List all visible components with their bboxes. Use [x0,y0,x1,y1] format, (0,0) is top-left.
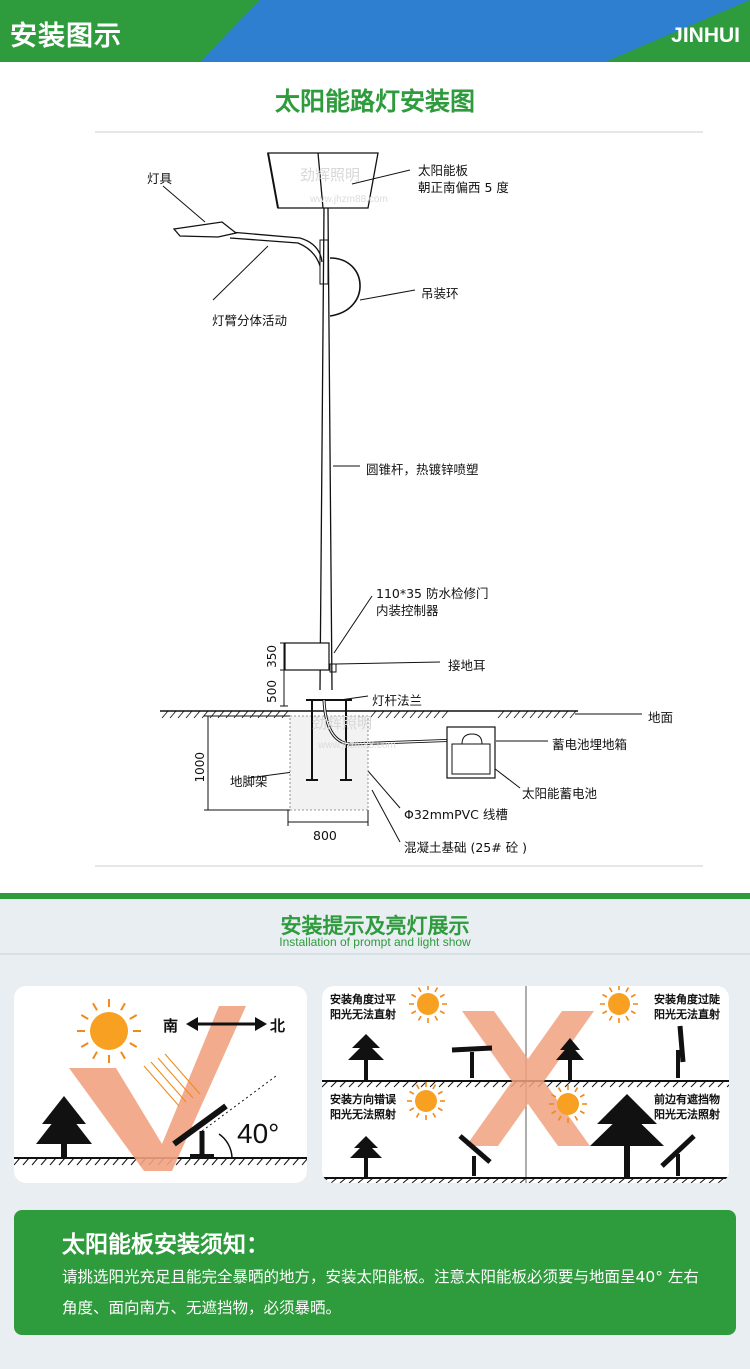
label-flange: 灯杆法兰 [372,693,423,708]
solar-panel-icon [172,1103,228,1159]
panel-icons [451,1025,696,1176]
label-conduit: Φ32mmPVC 线槽 [404,807,508,822]
tip-tr-1: 安装角度过陡 [654,993,720,1006]
label-south: 南 [163,1017,179,1035]
ground-lug [329,663,337,673]
label-pole: 圆锥杆，热镀锌喷塑 [366,462,479,477]
label-arm: 灯臂分体活动 [212,313,288,328]
tree-icon [36,1096,92,1158]
dim-width: 800 [313,828,337,843]
correct-install-illustration [14,999,307,1171]
dim-door-offset: 500 [265,680,279,703]
controller-door [284,642,330,671]
diagram-title: 太阳能路灯安装图 [274,87,475,116]
tip-br-2: 阳光无法照射 [654,1108,720,1121]
tips-title: 安装提示及亮灯展示 [280,914,470,938]
header-background [0,0,750,62]
header-banner [0,0,750,62]
label-battery: 太阳能蓄电池 [522,786,598,801]
hoist-ring [329,257,361,317]
sun-icons [415,993,630,1115]
install-notice [14,1210,736,1335]
correct-install-panel [14,986,307,1183]
lamp-head [172,221,238,238]
ground-surface [160,710,578,719]
section-tag: 安装图示 [10,21,122,52]
tips-rule [0,953,750,955]
battery-box [446,726,496,779]
label-panel-2: 朝正南偏西 5 度 [418,180,509,195]
section-divider [0,893,750,899]
solar-panel [267,152,379,209]
direction-arrow [186,1017,267,1031]
label-north: 北 [270,1017,286,1035]
tip-br-1: 前边有遮挡物 [654,1093,720,1106]
label-ground-lug: 接地耳 [448,658,486,673]
dim-depth: 1000 [193,752,207,783]
dimension-lines [204,642,369,826]
wrong-install-panel [322,986,729,1183]
notice-body: 请挑选阳光充足且能完全暴晒的地方，安装太阳能板。注意太阳能板必须要与地面呈40°… [62,1268,699,1317]
wrong-install-illustration [322,986,729,1183]
tree-icons [348,1034,664,1178]
watermark-top-url: www.jhzm88.com [310,194,388,205]
anchor-frame [306,699,352,781]
label-anchor: 地脚架 [230,774,268,789]
lamp-arm [229,231,323,267]
label-angle: 40° [237,1118,280,1149]
label-battery-box: 蓄电池埋地箱 [552,737,628,752]
light-pole [319,207,333,691]
sunlight-rays [143,1053,201,1107]
tips-subtitle: Installation of prompt and light show [279,935,471,949]
label-lamp: 灯具 [147,171,173,186]
cross-mark [462,1011,594,1146]
installation-diagram [95,131,703,867]
tip-bl-2: 阳光无法照射 [330,1108,396,1121]
dim-door-height: 350 [265,645,279,668]
watermark-bottom: 劲辉照明 [312,714,373,732]
tip-tl-1: 安装角度过平 [330,993,396,1006]
tip-tr-2: 阳光无法直射 [654,1008,720,1021]
label-panel-1: 太阳能板 [418,163,469,178]
label-ground: 地面 [648,710,674,725]
watermark-top: 劲辉照明 [300,166,361,184]
tip-tl-2: 阳光无法直射 [330,1008,396,1021]
sun-icon [77,999,141,1063]
notice-title: 太阳能板安装须知： [62,1232,269,1258]
concrete-foundation [289,715,369,811]
watermark-bottom-url: www.jhzm88.com [318,740,396,751]
label-ring: 吊装环 [421,286,459,301]
label-door-1: 110*35 防水检修门 [376,586,489,601]
label-door-2: 内装控制器 [376,603,439,618]
tip-bl-1: 安装方向错误 [330,1093,396,1106]
label-foundation: 混凝土基础 (25# 砼 ) [404,840,528,855]
brand-name: JINHUI [671,24,740,47]
